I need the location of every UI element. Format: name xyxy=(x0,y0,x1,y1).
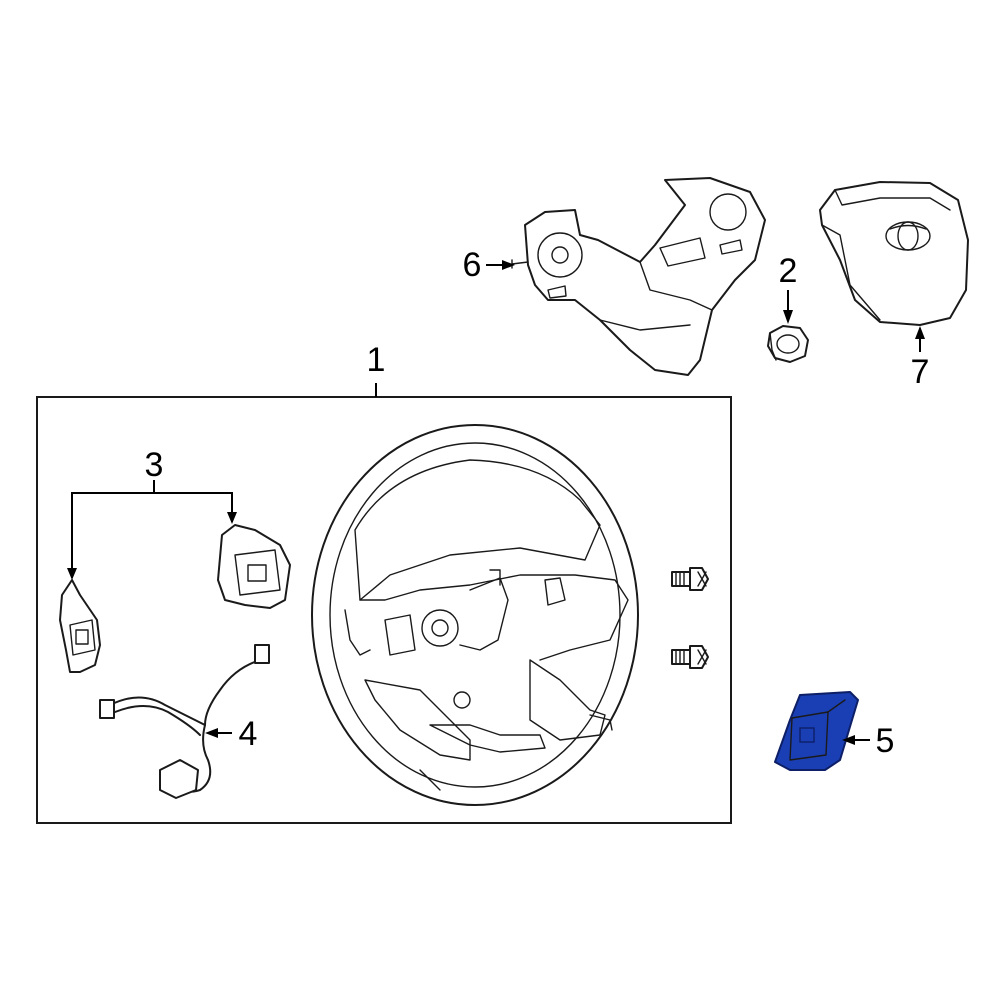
callout-1-label: 1 xyxy=(367,341,386,379)
callout-7-arrow-icon xyxy=(915,326,925,339)
part-1-bolt-upper[interactable] xyxy=(671,567,709,591)
callout-4-arrow-icon xyxy=(205,728,218,738)
callout-7-label: 7 xyxy=(911,353,930,391)
callout-2-arrow-icon xyxy=(783,310,793,324)
callout-3-arrow-left-icon xyxy=(67,568,77,580)
callout-6-arrow-icon xyxy=(502,260,515,270)
callout-5-label: 5 xyxy=(876,722,895,760)
callout-3-arrow-right-icon xyxy=(227,512,237,524)
part-3-switch-right[interactable] xyxy=(217,524,291,609)
part-3-switch-left[interactable] xyxy=(59,579,101,673)
callout-5-arrow-icon xyxy=(842,735,855,745)
part-6-wheel-cover[interactable] xyxy=(511,177,766,376)
callout-2-label: 2 xyxy=(779,252,798,290)
part-7-airbag[interactable] xyxy=(819,181,969,326)
callout-3-label: 3 xyxy=(145,446,164,484)
steering-wheel[interactable] xyxy=(311,424,639,806)
part-4-wire-harness[interactable] xyxy=(99,644,270,799)
callout-4-label: 4 xyxy=(239,715,258,753)
part-5-highlighted-sensor[interactable] xyxy=(774,691,859,771)
steering-wheel-assembly-box xyxy=(36,396,732,824)
part-1-bolt-lower[interactable] xyxy=(671,645,709,669)
callout-3-bracket xyxy=(71,492,233,578)
part-2-nut[interactable] xyxy=(767,325,809,363)
callout-6-label: 6 xyxy=(463,246,482,284)
